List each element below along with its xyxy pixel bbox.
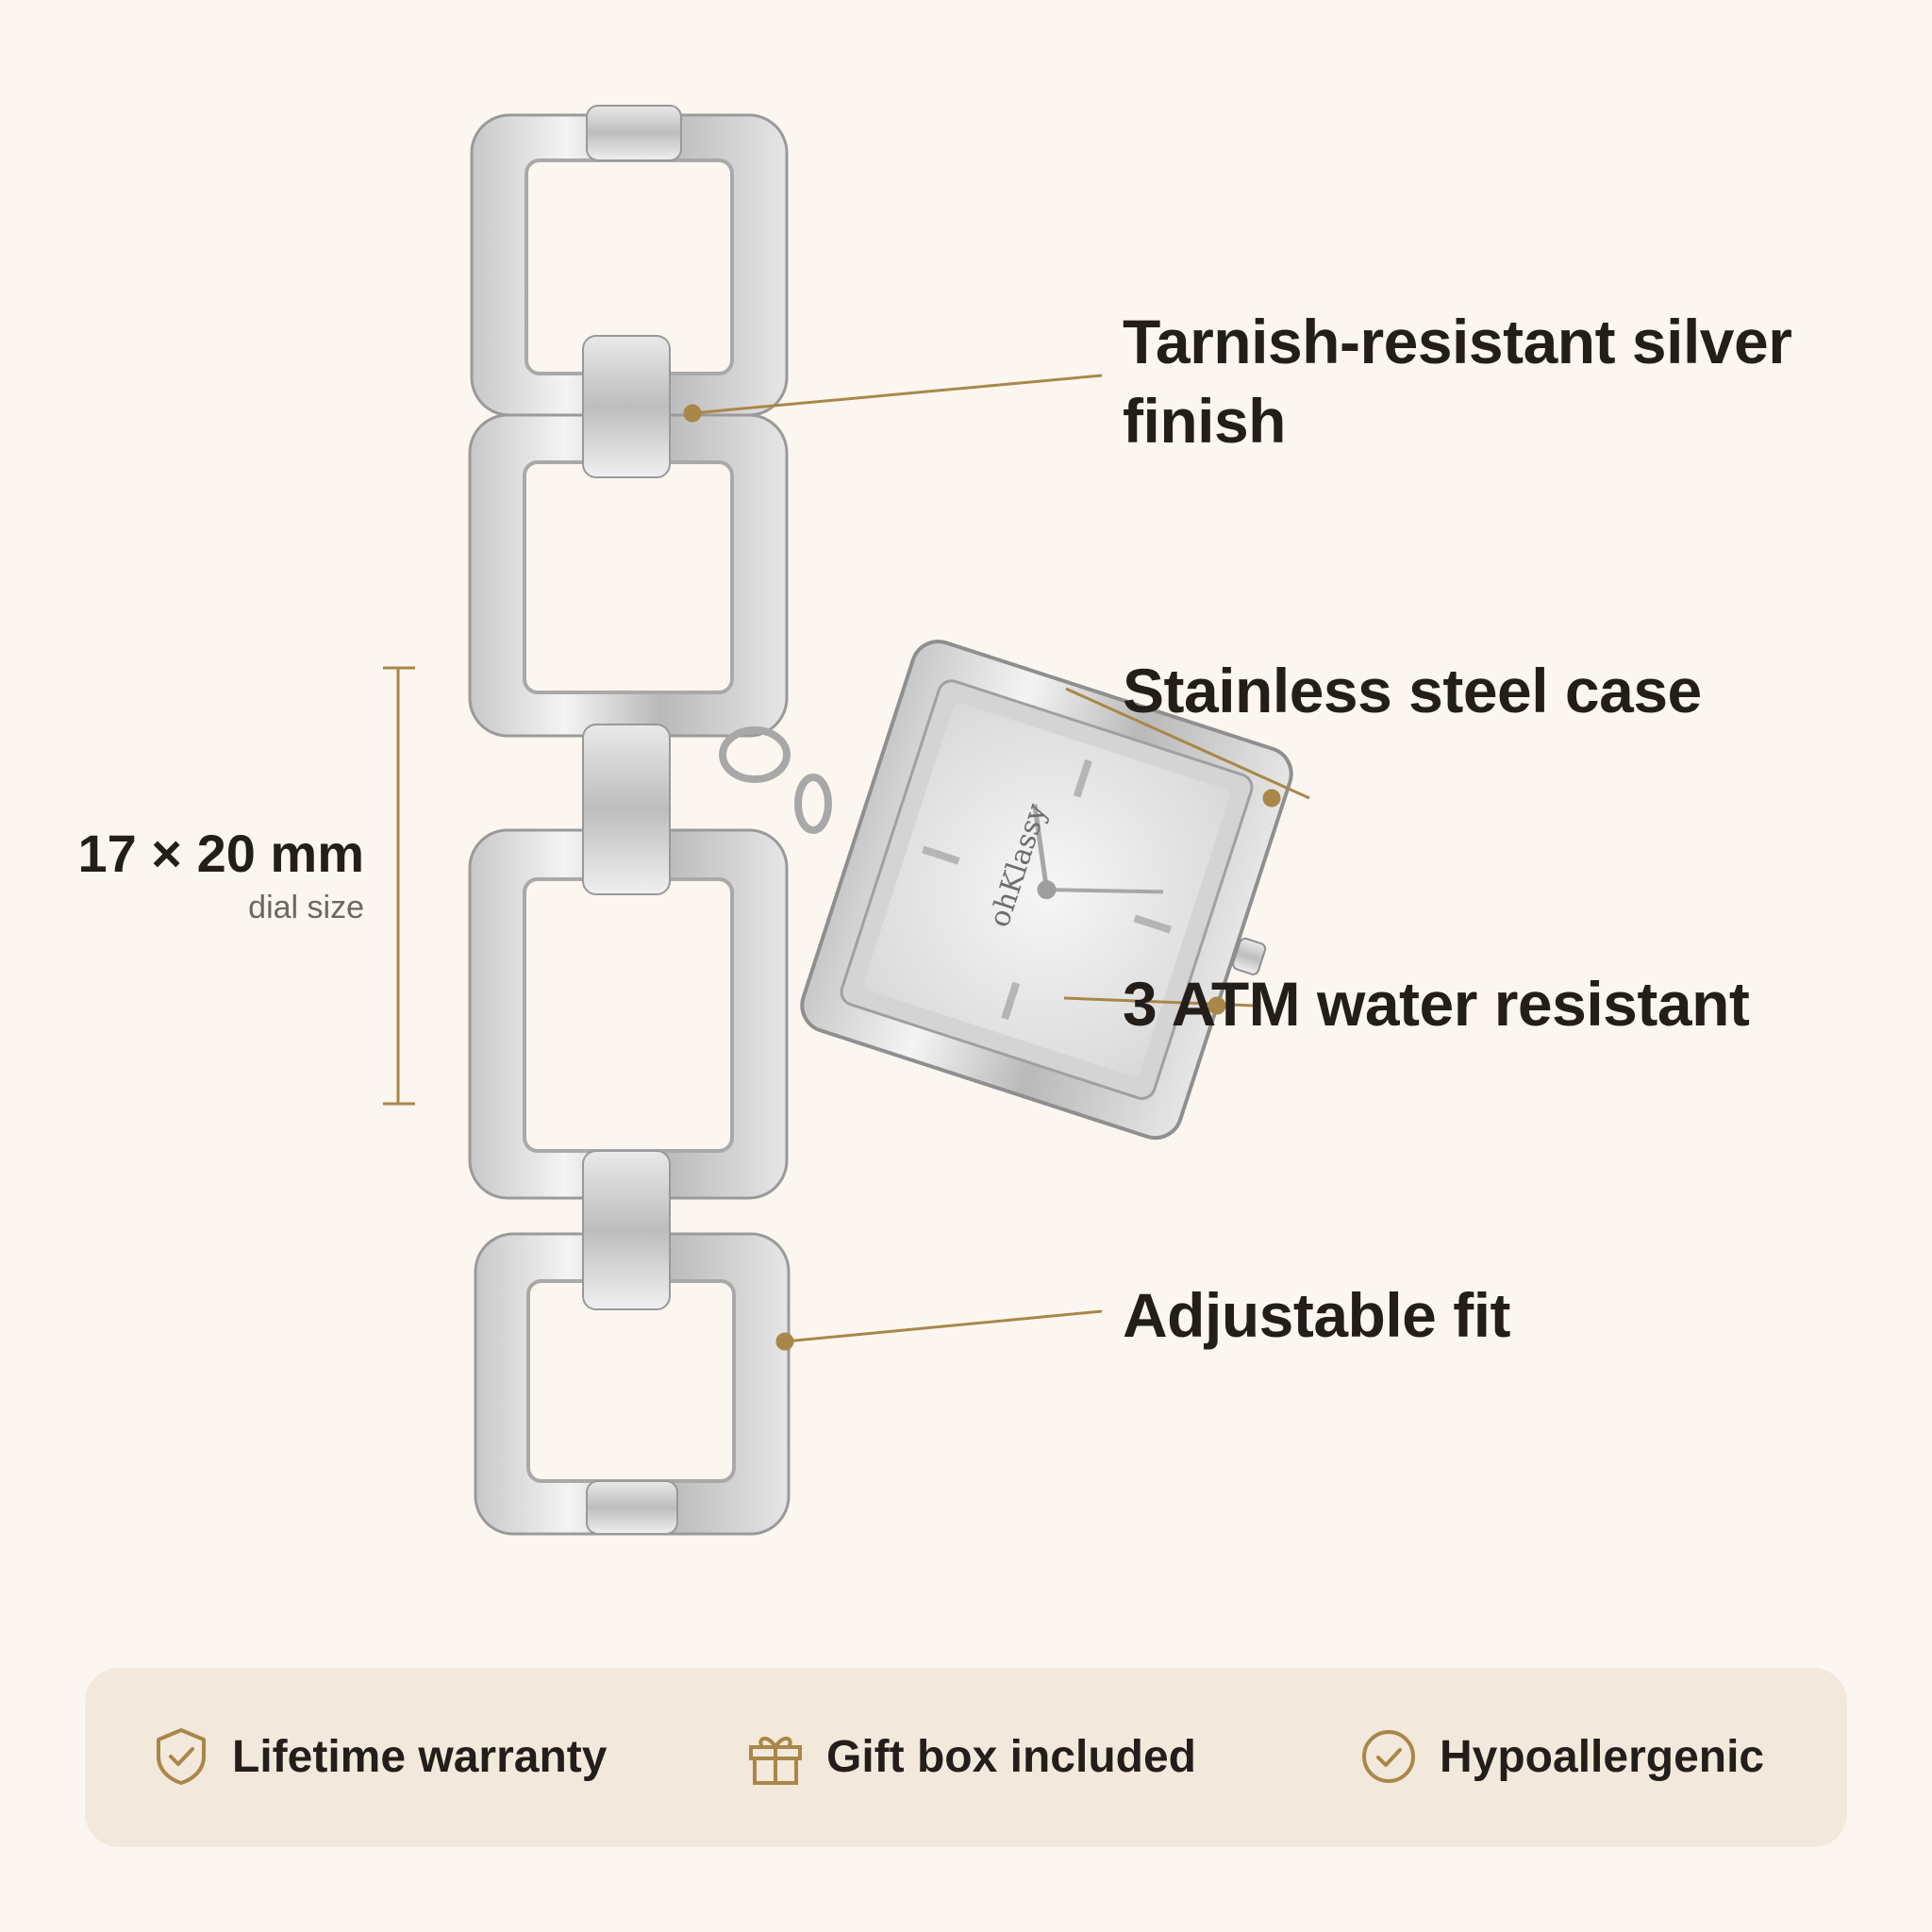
bracelet-connector [582, 1150, 671, 1310]
benefit-label: Gift box included [826, 1731, 1196, 1782]
watch-case [800, 640, 1293, 1141]
check-circle-icon [1362, 1730, 1415, 1783]
dial-caption: dial size [248, 890, 364, 925]
feature-fit: Adjustable fit [1123, 1280, 1511, 1350]
jump-ring [794, 774, 832, 834]
benefit-label: Hypoallergenic [1440, 1731, 1765, 1782]
bracelet-connector [586, 1480, 678, 1535]
dimension-bracket [383, 666, 415, 1106]
jump-ring [719, 726, 791, 783]
hour-hand [1032, 804, 1049, 891]
feature-water-resistance: 3 ATM water resistant [1123, 969, 1750, 1039]
dial-dimension: 17 × 20 mm [77, 824, 364, 883]
shield-check-icon [157, 1728, 206, 1785]
bracelet-connector [586, 105, 682, 161]
dial-size-label: 17 × 20 mm dial size [77, 823, 364, 926]
benefit-gift-box: Gift box included [745, 1726, 1196, 1787]
callout-lines [683, 374, 1310, 1351]
benefit-hypoallergenic: Hypoallergenic [1358, 1726, 1764, 1787]
bracelet-connector [582, 724, 671, 895]
minute-hand [1046, 888, 1163, 894]
benefit-warranty: Lifetime warranty [151, 1726, 607, 1787]
feature-case: Stainless steel case [1123, 656, 1702, 725]
benefit-label: Lifetime warranty [232, 1731, 608, 1782]
feature-finish: Tarnish-resistant silver finish [1123, 307, 1792, 456]
gift-icon [749, 1737, 802, 1785]
benefits-bar: Lifetime warranty Gift box included Hypo… [85, 1668, 1847, 1847]
bracelet [468, 105, 791, 1536]
bracelet-connector [582, 335, 671, 478]
watch-crown [1232, 937, 1267, 975]
